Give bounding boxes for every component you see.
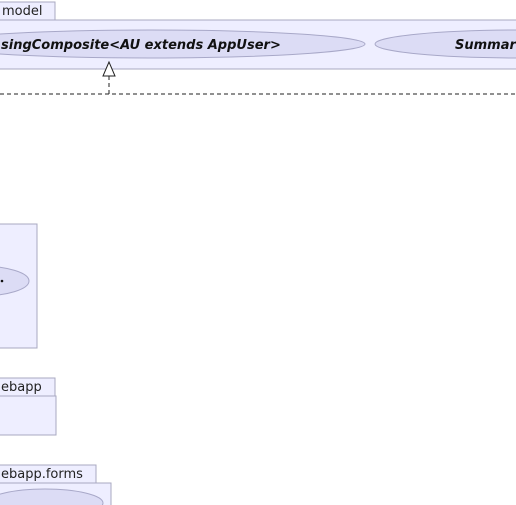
class-ellipse-partial bbox=[0, 266, 30, 296]
interface-summary[interactable]: Summar bbox=[374, 29, 516, 59]
class-ellipse-forms bbox=[0, 488, 104, 505]
package-webapp[interactable]: ebapp bbox=[0, 377, 57, 436]
package-model-label: model bbox=[2, 4, 42, 19]
realization-arrow bbox=[0, 60, 516, 95]
package-webapp-forms-label: ebapp.forms bbox=[1, 467, 83, 482]
interface-composite-label: singComposite<AU extends AppUser> bbox=[1, 38, 281, 53]
interface-composite[interactable]: singComposite<AU extends AppUser> bbox=[0, 29, 366, 59]
package-webapp-label: ebapp bbox=[1, 380, 42, 395]
ellipse-text-fragment bbox=[0, 279, 4, 283]
interface-summary-ellipse bbox=[374, 29, 516, 59]
package-webapp-body bbox=[0, 395, 57, 436]
package-partial-left[interactable] bbox=[0, 223, 38, 349]
interface-composite-ellipse bbox=[0, 29, 366, 59]
interface-summary-label: Summar bbox=[455, 38, 516, 53]
package-webapp-forms[interactable]: ebapp.forms bbox=[0, 464, 112, 505]
